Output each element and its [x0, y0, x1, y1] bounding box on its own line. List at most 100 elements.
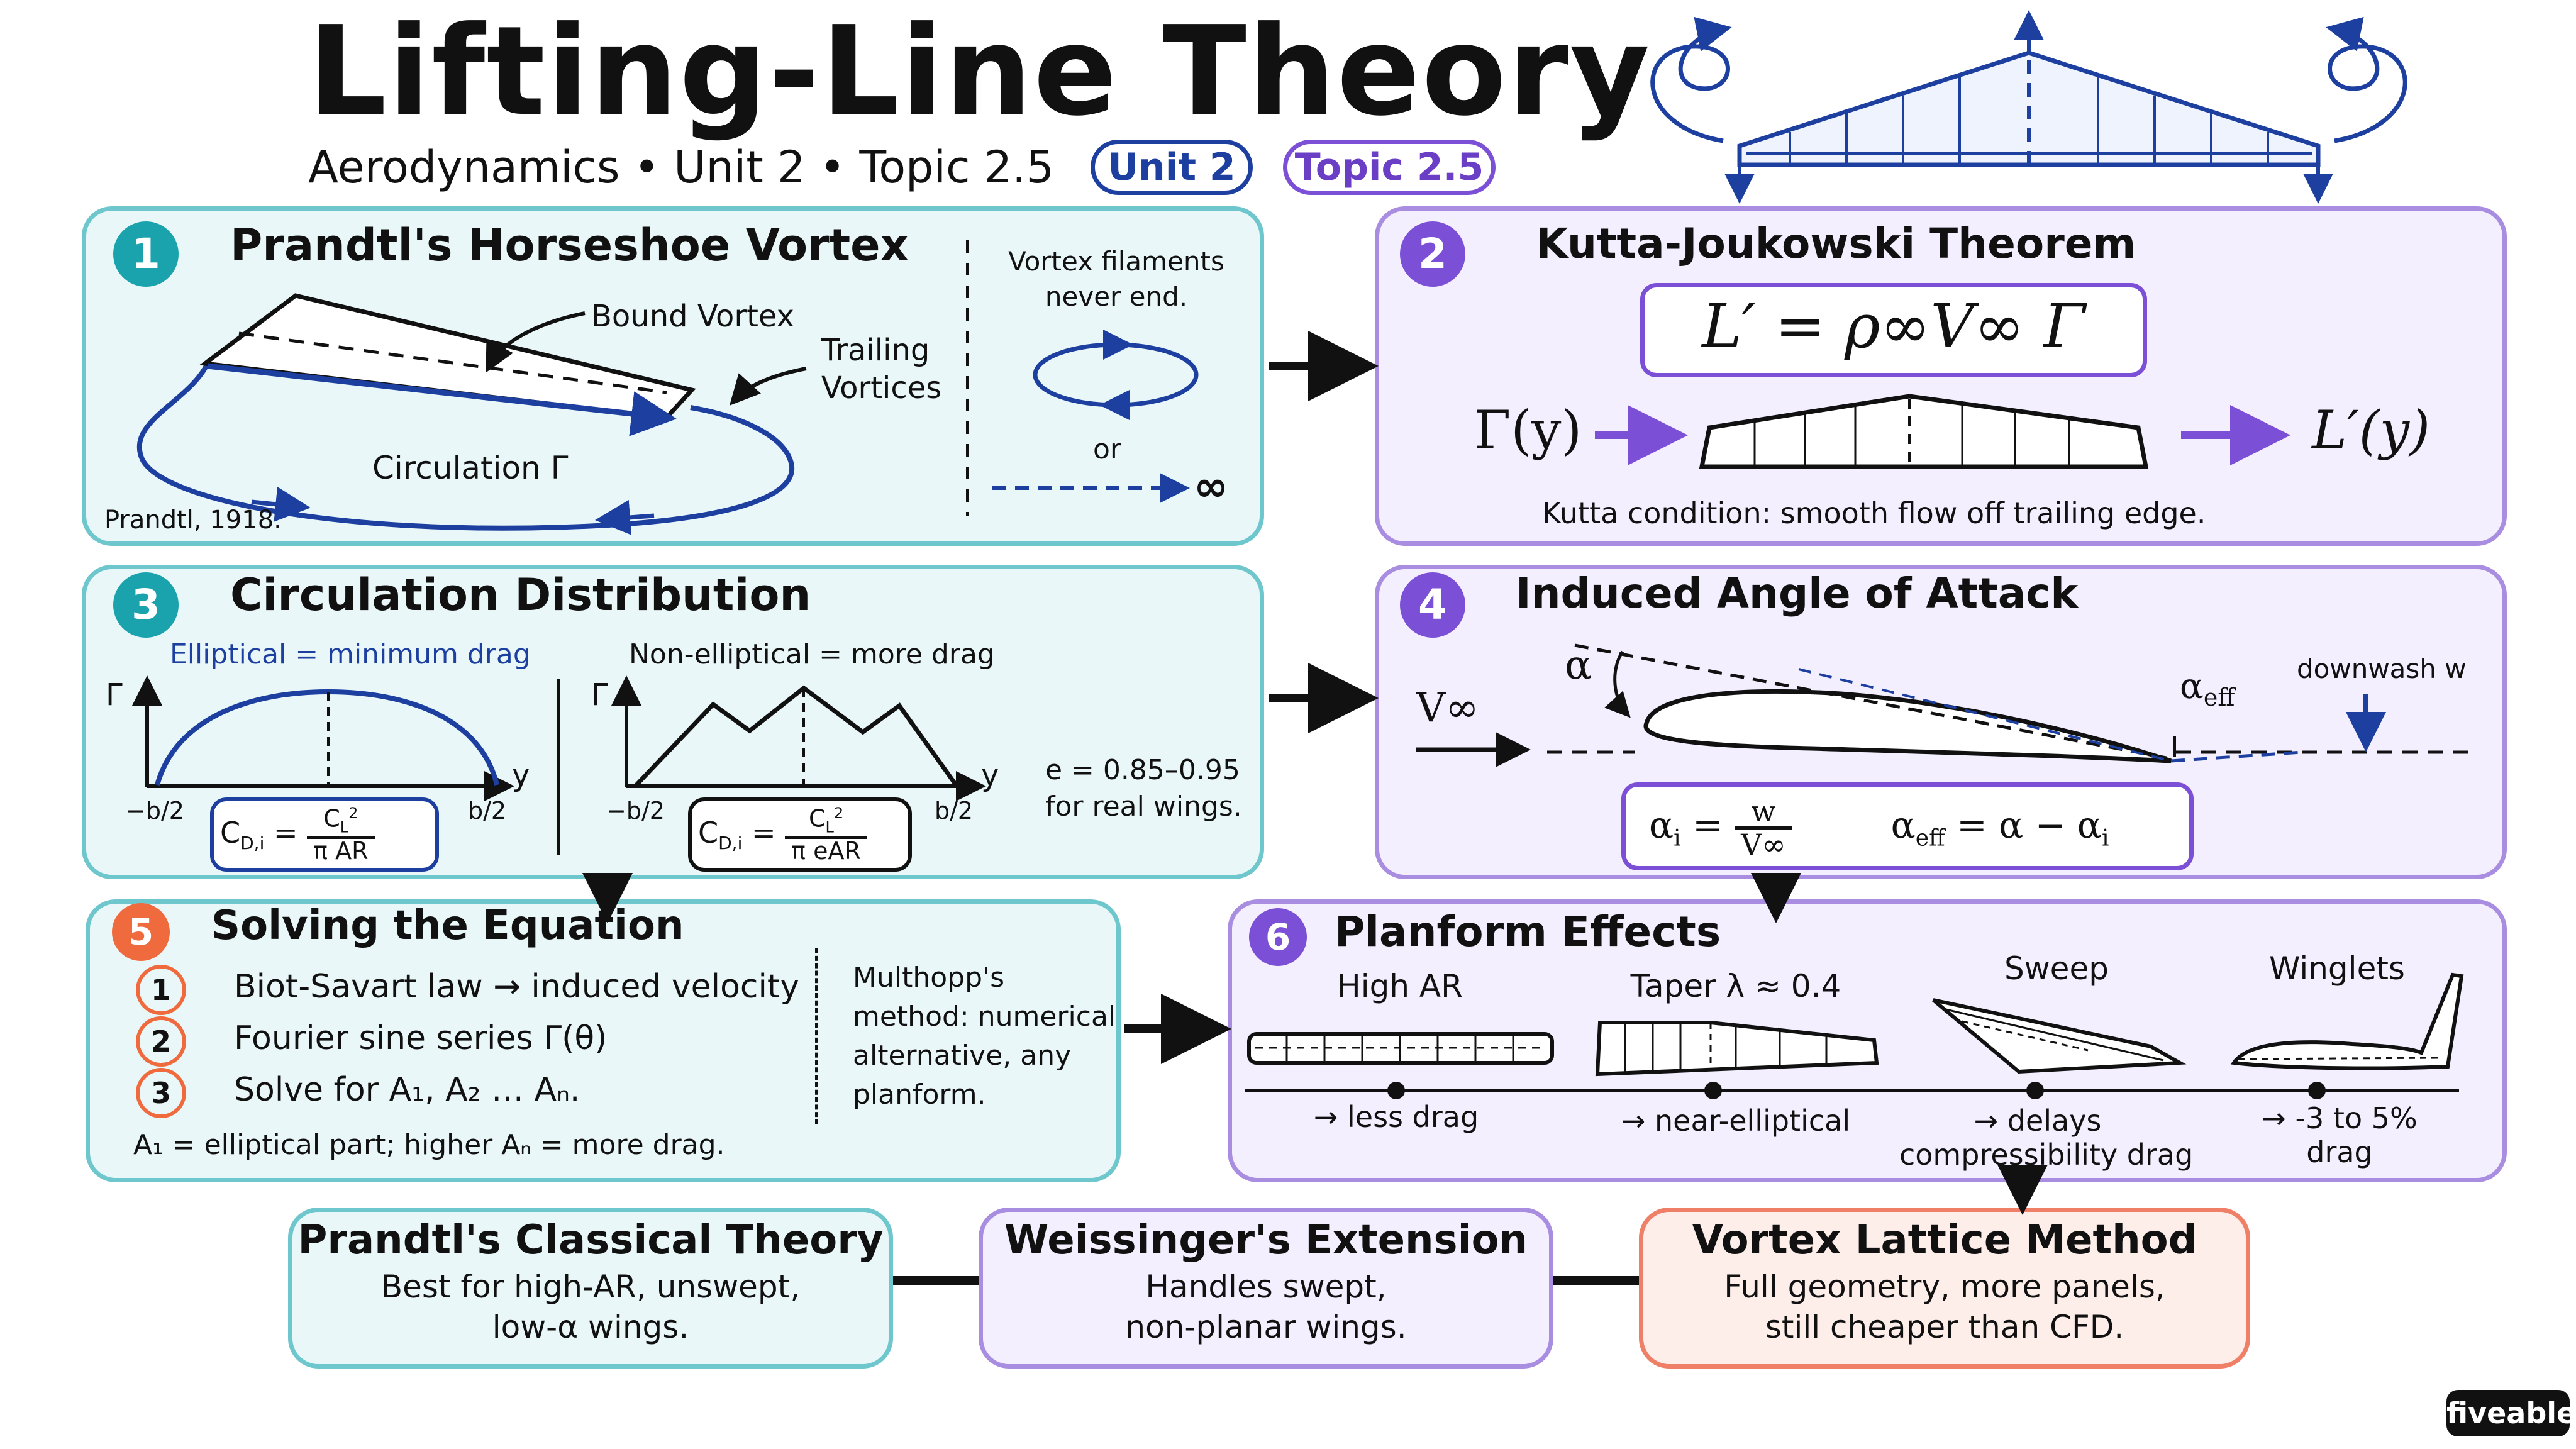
timeline-dots	[1387, 1082, 2326, 1099]
panel1-title: Prandtl's Horseshoe Vortex	[230, 219, 909, 271]
axis-gamma-right: Γ	[591, 677, 608, 713]
alpha-eff-sub: eff	[2203, 684, 2235, 712]
alpha-i-denominator: V∞	[1741, 828, 1786, 862]
cd-ideal-denominator: π AR	[313, 836, 369, 865]
cd-ideal-fraction: CL2 π AR	[307, 804, 375, 865]
alpha-i-numerator: w	[1735, 796, 1792, 830]
multhopp-line-3: alternative, any	[853, 1040, 1072, 1072]
cd-ideal-sub: D,i	[240, 833, 265, 854]
panel2-title: Kutta-Joukowski Theorem	[1536, 219, 2136, 268]
weissinger-line-2: non-planar wings.	[1125, 1309, 1407, 1345]
step-3-badge: 3	[136, 1068, 186, 1118]
alpha-i-symbol: α	[1649, 804, 1674, 847]
step-2-text: Fourier sine series Γ(θ)	[234, 1019, 608, 1057]
planform-winglets: Winglets	[2269, 950, 2405, 987]
induced-angle-box	[1621, 782, 2194, 870]
effect-sweep-1: → delays	[1974, 1104, 2102, 1138]
badge-unit: Unit 2	[1091, 140, 1253, 195]
panel6-title: Planform Effects	[1335, 908, 1721, 956]
page-subtitle: Aerodynamics • Unit 2 • Topic 2.5	[308, 142, 1055, 193]
kutta-formula-box	[1640, 283, 2147, 377]
alpha-eff-eq-sub: eff	[1915, 825, 1945, 852]
label-downwash: downwash w	[2297, 653, 2467, 684]
panel3-number: 3	[113, 572, 179, 638]
cd-real-eq: =	[752, 816, 776, 850]
panel4-title: Induced Angle of Attack	[1516, 569, 2079, 618]
label-or: or	[1093, 433, 1122, 465]
planform-high-ar: High AR	[1337, 968, 1463, 1004]
badge-topic: Topic 2.5	[1283, 140, 1496, 195]
label-trailing-1: Trailing	[821, 333, 930, 368]
cd-ideal-lhs: C	[220, 816, 241, 850]
cd-real-fraction: CL2 π eAR	[785, 806, 867, 863]
planform-sweep: Sweep	[2004, 950, 2109, 987]
kutta-condition: Kutta condition: smooth flow off trailin…	[1542, 496, 2206, 530]
label-lift-y: L′(y)	[2312, 399, 2430, 461]
label-gamma-y: Γ(y)	[1474, 399, 1582, 461]
classical-line-1: Best for high-AR, unswept,	[380, 1269, 801, 1305]
card-vortex-lattice	[1639, 1208, 2250, 1368]
vlm-title: Vortex Lattice Method	[1692, 1217, 2197, 1263]
vlm-line-1: Full geometry, more panels,	[1724, 1269, 2165, 1305]
effect-high-ar: → less drag	[1313, 1100, 1479, 1134]
label-v-inf: V∞	[1416, 685, 1479, 731]
panel-solving-equation	[86, 899, 1121, 1182]
label-circulation: Circulation Γ	[372, 450, 569, 486]
cd-ideal-box	[210, 797, 439, 872]
panel2-number: 2	[1400, 221, 1465, 287]
alpha-eff-rhs-sub: i	[2101, 825, 2109, 852]
fourier-note: A₁ = elliptical part; higher Aₙ = more d…	[133, 1129, 725, 1161]
non-elliptical-distribution-plot	[611, 675, 986, 801]
airfoil-sketch	[1547, 643, 2478, 763]
tick-minus-b2-left: −b/2	[126, 797, 184, 824]
axis-y-right: y	[981, 758, 999, 793]
cd-real-cl-sub: L	[825, 818, 834, 836]
panel4-number: 4	[1400, 572, 1465, 638]
high-ar-planform	[1247, 1032, 1554, 1065]
cd-real-box	[688, 797, 912, 872]
step-1-badge: 1	[136, 965, 186, 1015]
swept-planform	[1932, 998, 2187, 1074]
panel1-number: 1	[113, 221, 179, 287]
filament-note-1: Vortex filaments	[1008, 246, 1224, 277]
multhopp-line-1: Multhopp's	[853, 962, 1005, 994]
classical-title: Prandtl's Classical Theory	[297, 1217, 884, 1263]
tapered-planform	[1595, 1021, 1879, 1077]
label-non-elliptical: Non-elliptical = more drag	[629, 638, 995, 670]
e-note: for real wings.	[1045, 791, 1242, 823]
panel5-divider	[815, 948, 818, 1124]
panel3-title: Circulation Distribution	[230, 569, 811, 621]
closed-loop-sketch	[1033, 330, 1199, 420]
filament-note-2: never end.	[1045, 281, 1188, 312]
alpha-eff-symbol: α	[2180, 666, 2204, 707]
cd-real-cl: C	[808, 804, 826, 833]
effect-sweep-2: compressibility drag	[1899, 1138, 2194, 1172]
induced-angle-formula: αi = w V∞ αeff = α − αi	[1649, 782, 2109, 882]
cd-ideal-formula: CD,i = CL2 π AR	[220, 797, 375, 879]
label-alpha-eff: αeff	[2180, 666, 2235, 712]
e-range: e = 0.85–0.95	[1045, 754, 1240, 786]
weissinger-line-1: Handles swept,	[1145, 1269, 1387, 1305]
header-wing-illustration	[1650, 10, 2407, 204]
kutta-formula: L′ = ρ∞V∞ Γ	[1702, 291, 2085, 362]
cd-ideal-cl: C	[323, 804, 340, 833]
alpha-i-sub: i	[1674, 825, 1681, 852]
cd-ideal-eq: =	[274, 816, 298, 850]
effect-taper: → near-elliptical	[1621, 1104, 1851, 1138]
tick-minus-b2-right: −b/2	[606, 797, 665, 824]
winglet-planform	[2230, 972, 2464, 1070]
panel5-number: 5	[112, 903, 170, 961]
label-elliptical: Elliptical = minimum drag	[170, 638, 531, 670]
axis-y-left: y	[512, 758, 530, 793]
page-title: Lifting-Line Theory	[308, 0, 1652, 143]
label-bound-vortex: Bound Vortex	[591, 299, 794, 334]
weissinger-title: Weissinger's Extension	[1004, 1217, 1528, 1263]
alpha-eff-rhs: = α − α	[1957, 804, 2102, 847]
tick-b2-right: b/2	[935, 797, 974, 824]
planform-taper: Taper λ ≈ 0.4	[1630, 968, 1841, 1004]
step-3-text: Solve for A₁, A₂ … Aₙ.	[234, 1071, 580, 1109]
multhopp-line-4: planform.	[853, 1079, 986, 1111]
tick-b2-left: b/2	[468, 797, 507, 824]
cd-ideal-cl-sup: 2	[348, 804, 358, 823]
